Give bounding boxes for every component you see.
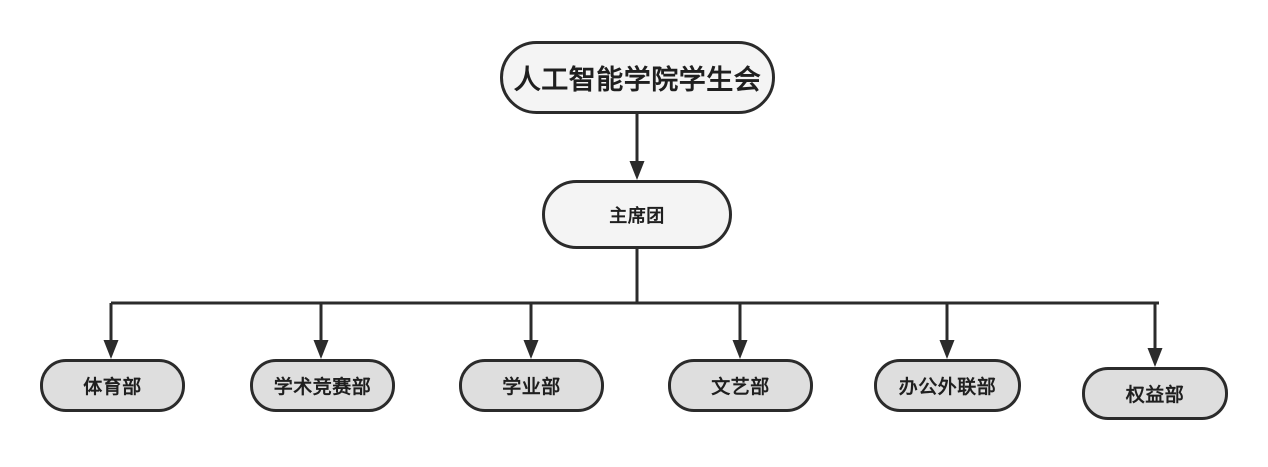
arrowhead-presidium [629, 161, 645, 180]
node-department[interactable]: 学术竞赛部 [250, 359, 395, 412]
arrowhead-department-4 [939, 340, 955, 359]
arrowhead-department-2 [523, 340, 539, 359]
node-presidium[interactable]: 主席团 [542, 180, 732, 249]
node-department[interactable]: 学业部 [459, 359, 604, 412]
arrowhead-department-0 [103, 340, 119, 359]
arrowhead-department-3 [732, 340, 748, 359]
node-root[interactable]: 人工智能学院学生会 [500, 41, 775, 114]
node-department[interactable]: 权益部 [1082, 367, 1228, 420]
node-department[interactable]: 办公外联部 [874, 359, 1021, 412]
node-department[interactable]: 体育部 [40, 359, 185, 412]
arrowhead-department-5 [1147, 348, 1163, 367]
node-department[interactable]: 文艺部 [668, 359, 813, 412]
arrowhead-department-1 [313, 340, 329, 359]
